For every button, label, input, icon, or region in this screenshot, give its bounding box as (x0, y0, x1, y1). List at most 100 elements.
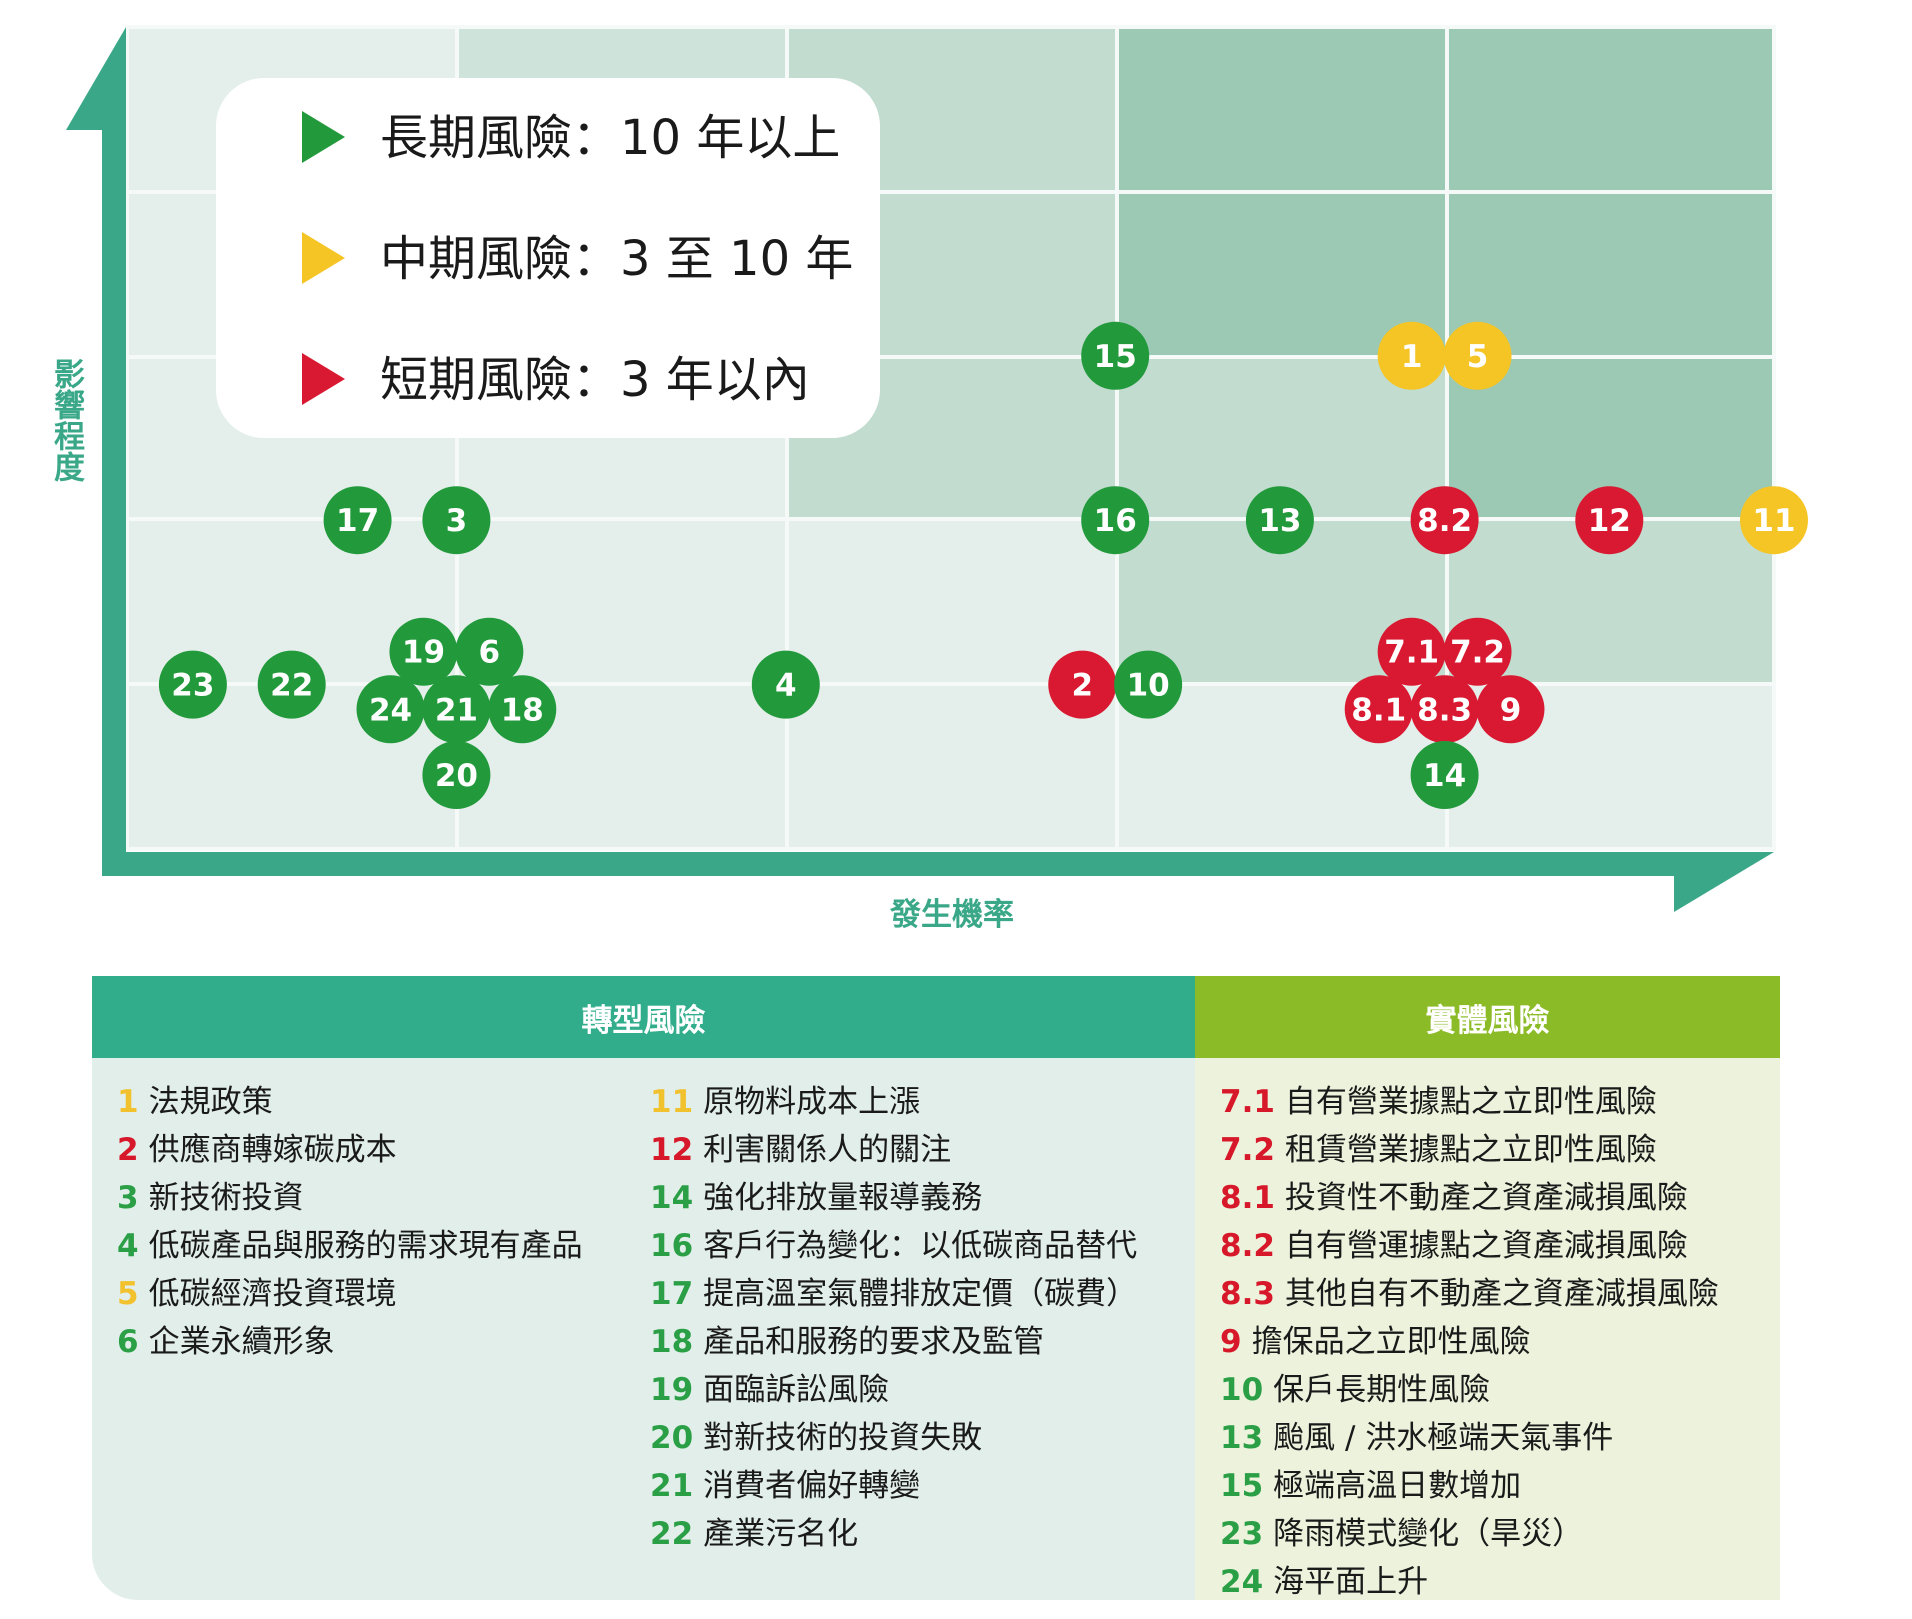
risk-point-circle (422, 675, 491, 744)
risk-description: 新技術投資 (148, 1180, 304, 1216)
risk-point-label: 20 (435, 758, 478, 794)
risk-point-circle (1081, 321, 1150, 390)
risk-point-11: 11 (1740, 486, 1808, 555)
legend-box: 長期風險：10 年以上 中期風險：3 至 10 年 短期風險：3 年以內 (216, 78, 880, 438)
risk-number: 8.1 (1220, 1180, 1275, 1216)
risk-point-24: 24 (356, 675, 425, 744)
risk-number: 20 (650, 1420, 694, 1456)
risk-point-circle (1476, 675, 1545, 744)
mid-term-marker (302, 232, 345, 284)
risk-number: 15 (1220, 1468, 1264, 1504)
risk-point-circle (158, 650, 227, 719)
physical-risk-header: 實體風險 (1195, 976, 1780, 1058)
risk-point-circle (356, 675, 425, 744)
risk-description: 極端高溫日數增加 (1273, 1468, 1522, 1504)
risk-point-label: 7.2 (1450, 635, 1505, 671)
risk-point-3: 3 (422, 486, 491, 555)
risk-point-circle (1114, 650, 1183, 719)
risk-point-7-1: 7.1 (1377, 617, 1446, 686)
risk-point-circle (257, 650, 326, 719)
risk-number: 22 (650, 1516, 694, 1552)
risk-number: 18 (650, 1324, 694, 1360)
legend-mid-term: 中期風險：3 至 10 年 (380, 231, 853, 287)
risk-description: 面臨訴訟風險 (703, 1372, 890, 1408)
risk-point-circle (1410, 741, 1479, 810)
risk-point-8-3: 8.3 (1410, 675, 1479, 744)
legend-long-term: 長期風險：10 年以上 (380, 110, 840, 166)
risk-description: 擔保品之立即性風險 (1251, 1324, 1531, 1360)
risk-number: 13 (1220, 1420, 1264, 1456)
risk-number: 19 (650, 1372, 694, 1408)
risk-point-circle (1344, 675, 1413, 744)
risk-point-label: 8.3 (1417, 692, 1472, 728)
risk-point-circle (1410, 675, 1479, 744)
risk-point-7-2: 7.2 (1443, 617, 1512, 686)
risk-point-label: 4 (775, 668, 797, 704)
risk-number: 14 (650, 1180, 694, 1216)
risk-description: 利害關係人的關注 (703, 1132, 952, 1168)
risk-point-label: 1 (1401, 339, 1423, 375)
risk-point-10: 10 (1114, 650, 1183, 719)
risk-number: 21 (650, 1468, 694, 1504)
risk-description: 低碳產品與服務的需求現有產品 (148, 1228, 583, 1264)
x-axis-arrowhead (1674, 852, 1774, 912)
risk-point-label: 18 (501, 692, 544, 728)
x-axis-line (102, 852, 1676, 876)
risk-point-19: 19 (389, 617, 458, 686)
risk-number: 12 (650, 1132, 694, 1168)
risk-point-circle (422, 486, 491, 555)
risk-number: 23 (1220, 1516, 1264, 1552)
risk-point-8-1: 8.1 (1344, 675, 1413, 744)
risk-point-8-2: 8.2 (1410, 486, 1479, 555)
risk-point-label: 14 (1423, 758, 1466, 794)
risk-number: 2 (117, 1132, 139, 1168)
risk-description: 租賃營業據點之立即性風險 (1284, 1132, 1657, 1168)
risk-number: 7.2 (1220, 1132, 1275, 1168)
risk-point-label: 16 (1094, 503, 1137, 539)
risk-point-21: 21 (422, 675, 491, 744)
risk-point-label: 5 (1467, 339, 1489, 375)
risk-description: 法規政策 (148, 1084, 273, 1120)
risk-point-label: 6 (479, 635, 501, 671)
y-axis-line (102, 128, 126, 876)
risk-point-23: 23 (158, 650, 227, 719)
risk-point-label: 9 (1500, 692, 1522, 728)
risk-description: 自有營業據點之立即性風險 (1284, 1084, 1657, 1120)
risk-point-circle (323, 486, 392, 555)
risk-point-label: 10 (1127, 668, 1170, 704)
risk-point-circle (389, 617, 458, 686)
risk-point-label: 21 (435, 692, 478, 728)
axes (66, 27, 1774, 912)
risk-number: 10 (1220, 1372, 1264, 1408)
risk-point-16: 16 (1081, 486, 1150, 555)
risk-point-5: 5 (1443, 321, 1512, 390)
risk-point-circle (488, 675, 557, 744)
y-axis-label: 影響程度 (48, 358, 85, 483)
risk-description: 低碳經濟投資環境 (148, 1276, 397, 1312)
risk-point-circle (751, 650, 820, 719)
